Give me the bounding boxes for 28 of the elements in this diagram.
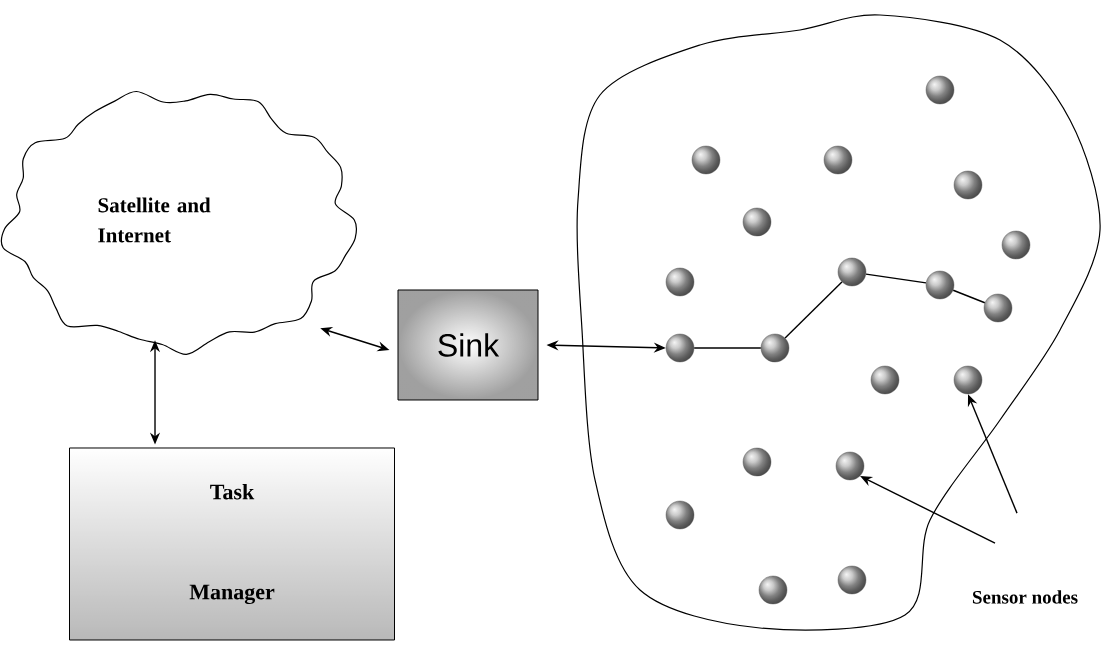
sensor-circle: [691, 145, 721, 175]
link-line: [865, 273, 927, 284]
arrow: [860, 476, 996, 544]
sensor-circle: [665, 500, 695, 530]
field-outline: [576, 14, 1101, 631]
sink-box: Sink: [397, 289, 539, 401]
sensor-circle: [837, 257, 867, 287]
sensor-circle: [953, 170, 983, 200]
sensor-circle: [837, 565, 867, 595]
sensor-circle: [665, 333, 695, 363]
sensor-circle: [870, 365, 900, 395]
sensor-circle: [835, 451, 865, 481]
link-line: [952, 289, 986, 304]
sensor-circle: [983, 293, 1013, 323]
process-box: Task Manager: [69, 447, 395, 641]
sensor-circle: [760, 333, 790, 363]
sensor-circle: [742, 447, 772, 477]
sensor-circle: [758, 575, 788, 605]
sensor-circle: [925, 75, 955, 105]
link-line: [693, 347, 762, 349]
callout-text: Sensor nodes: [972, 590, 1078, 604]
sensor-circle: [665, 267, 695, 297]
sensor-circle: [823, 145, 853, 175]
sensor-circle: [953, 365, 983, 395]
sensor-circle: [925, 270, 955, 300]
sensor-circle: [1001, 230, 1031, 260]
link-line: [784, 281, 843, 339]
sensor-circle: [742, 207, 772, 237]
